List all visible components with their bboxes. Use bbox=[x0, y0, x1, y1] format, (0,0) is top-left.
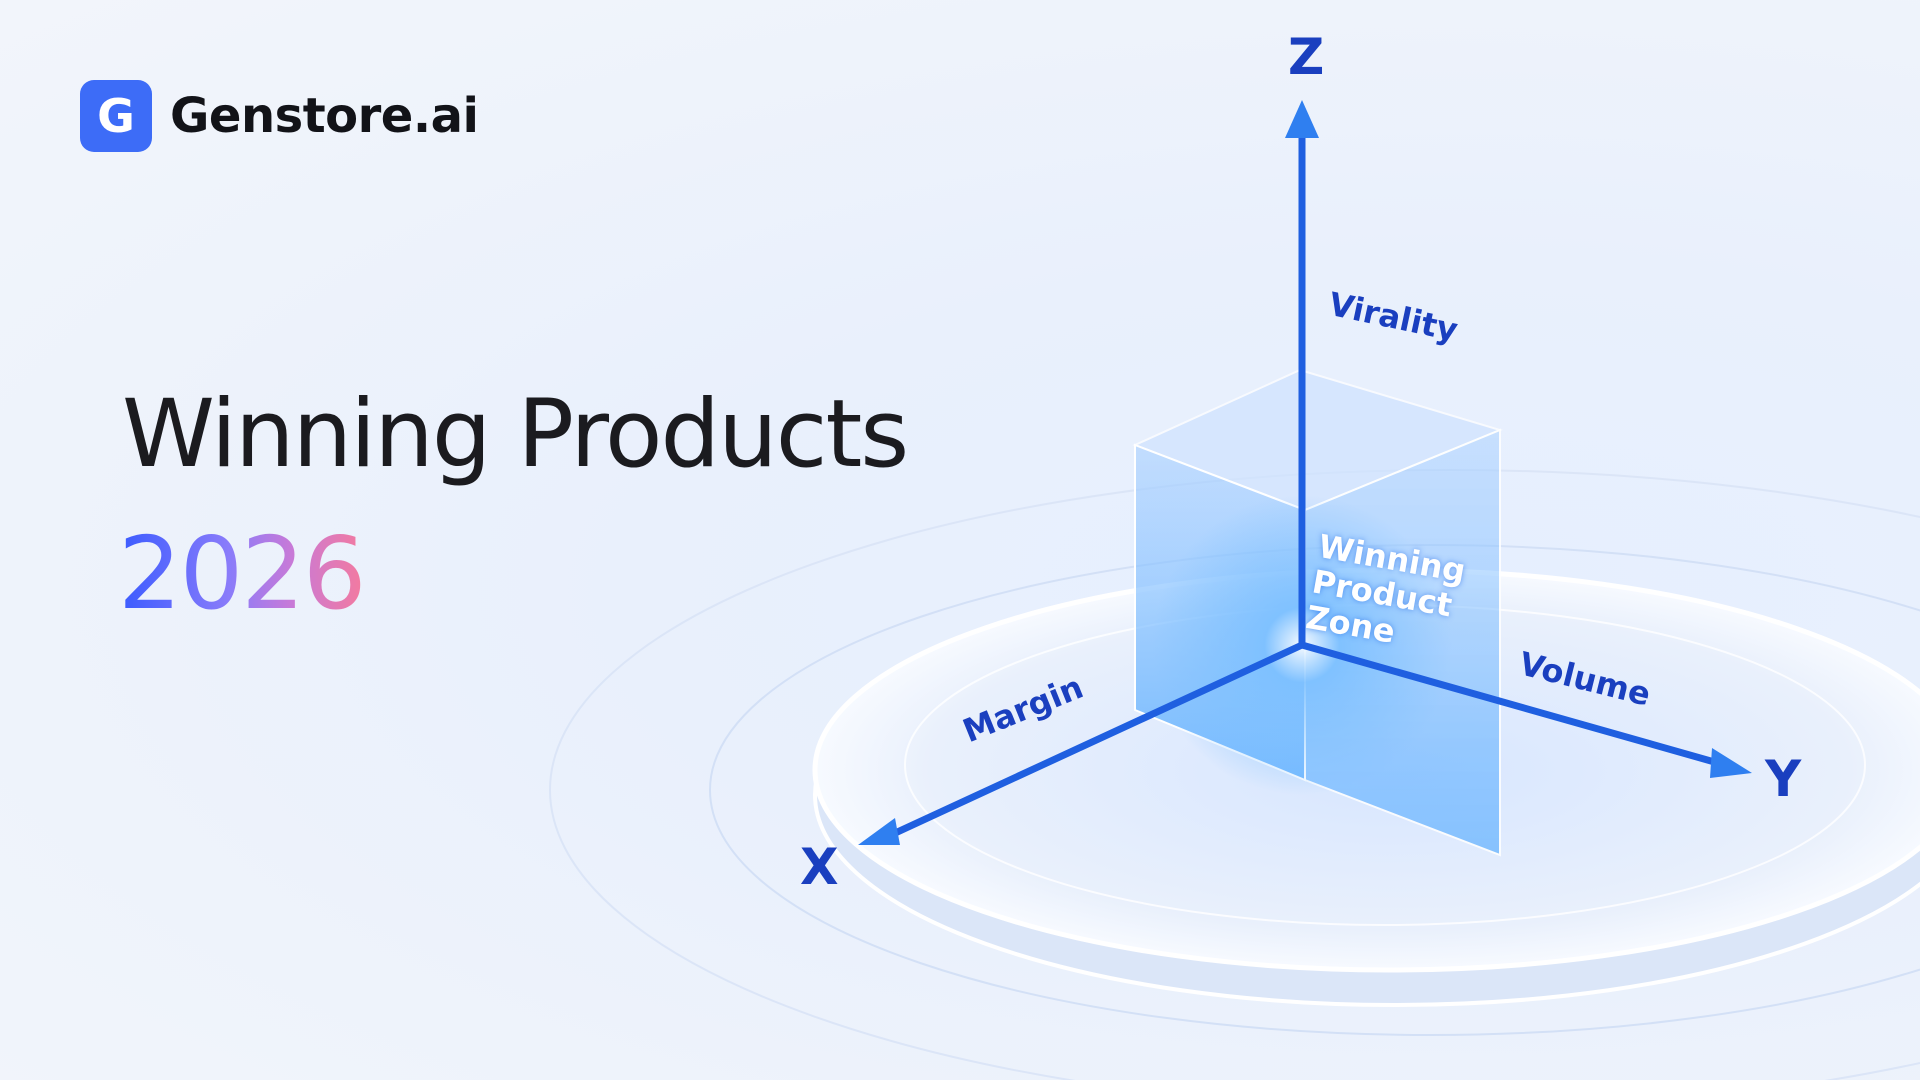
z-arrowhead-icon bbox=[1285, 100, 1319, 138]
axis-lines bbox=[876, 126, 1729, 844]
y-arrowhead-icon bbox=[1710, 748, 1752, 778]
x-arrowhead-icon bbox=[858, 818, 900, 845]
z-axis-letter: Z bbox=[1288, 28, 1325, 86]
brand-name: Genstore.ai bbox=[170, 88, 479, 144]
x-axis-letter: X bbox=[800, 838, 839, 896]
page-title: Winning Products bbox=[122, 380, 909, 489]
brand-logo: G Genstore.ai bbox=[80, 80, 479, 152]
y-axis-letter: Y bbox=[1765, 750, 1802, 808]
genstore-logo-icon: G bbox=[80, 80, 152, 152]
year-heading: 2026 bbox=[118, 515, 366, 632]
